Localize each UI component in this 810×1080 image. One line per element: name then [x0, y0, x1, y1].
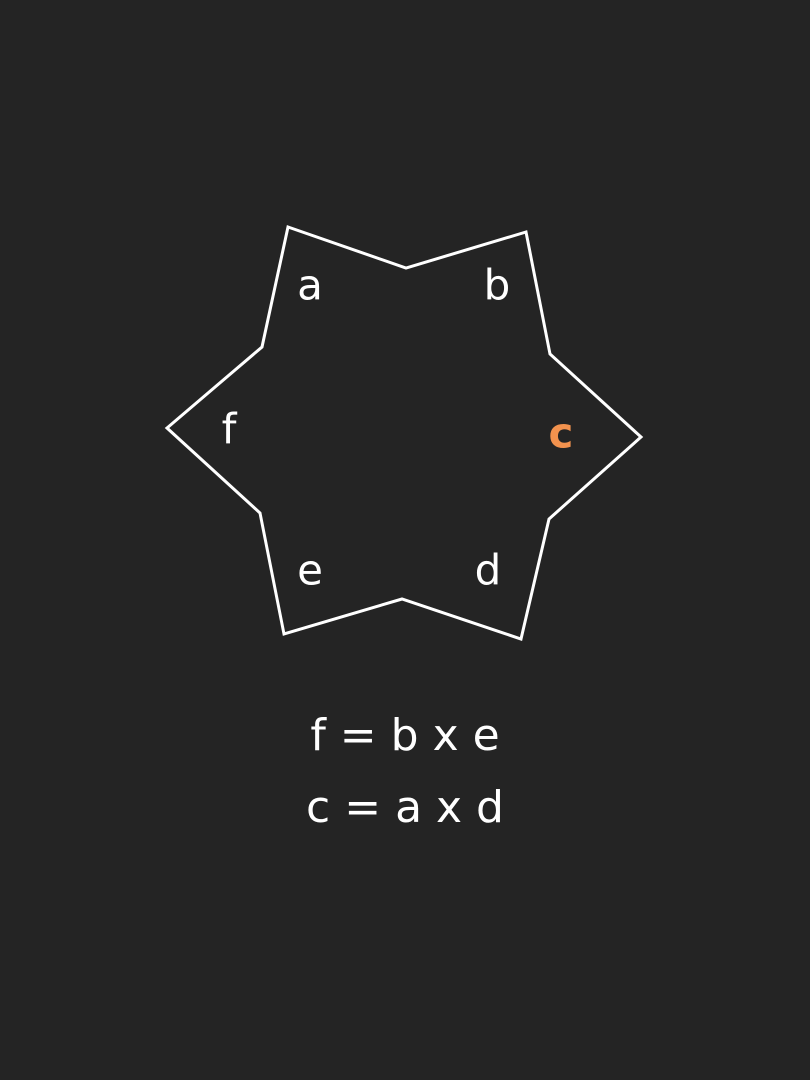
label-d: d [475, 546, 502, 595]
star-outline [164, 225, 644, 641]
label-e: e [297, 546, 323, 595]
label-c-highlighted: c [549, 409, 574, 458]
equations-block: f = b x e c = a x d [0, 700, 810, 844]
equation-line-1: f = b x e [310, 710, 500, 761]
label-a: a [297, 261, 323, 310]
label-f: f [222, 405, 238, 454]
equation-line-2: c = a x d [306, 782, 504, 833]
label-b: b [484, 261, 511, 310]
